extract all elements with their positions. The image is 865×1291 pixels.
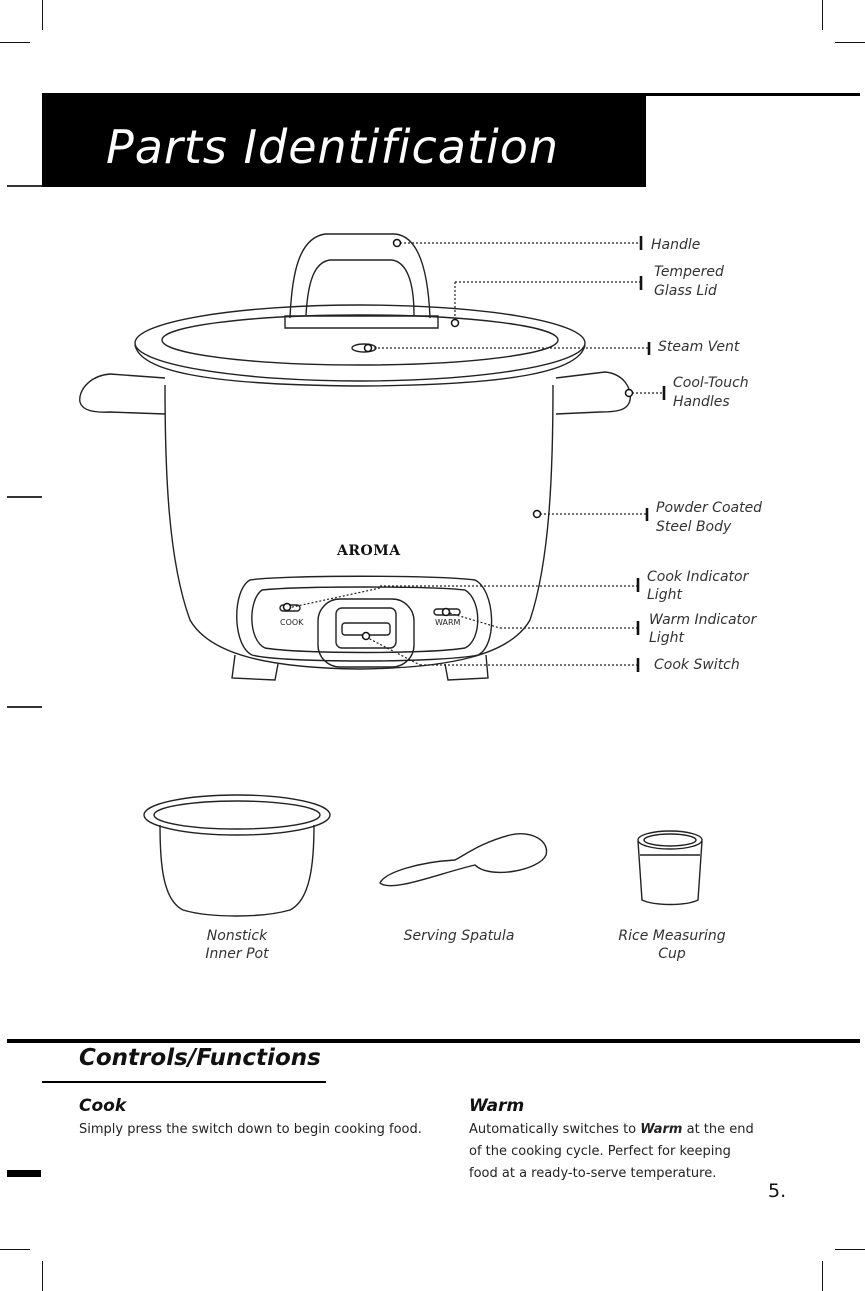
controls-underline: [42, 1081, 326, 1083]
warm-panel-label: WARM: [435, 618, 461, 627]
callout-lid-line2: Glass Lid: [654, 283, 717, 299]
warm-description-line3: food at a ready-to-serve temperature.: [469, 1166, 717, 1181]
cup-label-line2: Cup: [658, 946, 686, 962]
lid-handle-base: [284, 315, 439, 329]
callout-cook-light-line2: Light: [647, 587, 682, 603]
glass-lid-outer: [134, 304, 586, 382]
cool-touch-handle-right: [555, 371, 632, 415]
callout-cool-touch-line2: Handles: [673, 394, 730, 410]
callout-dot: [450, 318, 460, 328]
cooker-foot-left: [231, 654, 279, 681]
callout-body-line1: Powder Coated: [656, 500, 763, 516]
controls-title: Controls/Functions: [79, 1045, 321, 1071]
cook-switch-housing: [317, 598, 415, 668]
callout-warm-light-line2: Light: [649, 630, 684, 646]
callout-warm-light-line1: Warm Indicator: [649, 612, 757, 628]
lid-handle-inner: [305, 259, 415, 316]
cool-touch-handle-left: [79, 373, 166, 415]
measuring-cup-drawing: [637, 830, 703, 906]
callout-dot: [624, 388, 634, 398]
crop-mark: [835, 42, 865, 43]
callout-dot: [282, 602, 292, 612]
callout-handle: Handle: [651, 237, 701, 253]
crop-mark: [42, 0, 43, 30]
callout-dot: [392, 238, 402, 248]
brand-logo: AROMA: [337, 543, 401, 559]
cook-switch-lever: [335, 607, 397, 649]
lid-handle-outline: [289, 233, 431, 319]
control-panel-inner: [251, 586, 479, 654]
cooker-body: [164, 384, 554, 670]
spatula-label: Serving Spatula: [403, 928, 515, 944]
callout-dot: [532, 509, 542, 519]
crop-mark: [822, 0, 823, 30]
crop-mark: [0, 1249, 30, 1250]
callout-dot: [363, 343, 373, 353]
page-title: Parts Identification: [106, 120, 560, 174]
top-rule: [646, 93, 860, 96]
warm-description-line1: Automatically switches to Warm at the en…: [469, 1119, 754, 1141]
page-number: 5.: [768, 1180, 787, 1202]
callout-steam-vent: Steam Vent: [658, 339, 740, 355]
glass-lid-inner: [161, 314, 559, 366]
callout-cool-touch-line1: Cool-Touch: [673, 375, 749, 391]
inner-pot-label-line2: Inner Pot: [205, 946, 269, 962]
section-rule: [7, 1039, 860, 1043]
crop-mark: [42, 1261, 43, 1291]
cooker-foot-right: [444, 654, 489, 681]
callout-cook-light-line1: Cook Indicator: [647, 569, 749, 585]
left-margin-block: [7, 1170, 41, 1177]
side-tick: [7, 496, 42, 498]
callout-body-line2: Steel Body: [656, 519, 732, 535]
callout-lid-line1: Tempered: [654, 264, 724, 280]
callout-dot: [441, 607, 451, 617]
callout-cook-switch: Cook Switch: [654, 657, 740, 673]
inner-pot-drawing: [143, 794, 331, 917]
cook-subtitle: Cook: [79, 1096, 127, 1116]
side-tick: [7, 185, 42, 187]
inner-pot-label-line1: Nonstick: [206, 928, 268, 944]
cook-description: Simply press the switch down to begin co…: [79, 1122, 422, 1137]
serving-spatula-drawing: [379, 833, 548, 887]
cup-label-line1: Rice Measuring: [618, 928, 726, 944]
crop-mark: [822, 1261, 823, 1291]
warm-text-a: Automatically switches to: [469, 1122, 637, 1137]
warm-text-b: at the end: [686, 1122, 754, 1137]
cook-panel-label: COOK: [280, 618, 304, 627]
title-banner: [42, 93, 646, 187]
crop-mark: [835, 1249, 865, 1250]
crop-mark: [0, 42, 30, 43]
lid-rim: [134, 344, 586, 387]
side-tick: [7, 706, 42, 708]
control-panel-outline: [236, 575, 493, 662]
warm-description-line2: of the cooking cycle. Perfect for keepin…: [469, 1144, 731, 1159]
warm-subtitle: Warm: [469, 1096, 525, 1116]
warm-text-bold: Warm: [640, 1122, 683, 1137]
callout-dot: [361, 631, 371, 641]
